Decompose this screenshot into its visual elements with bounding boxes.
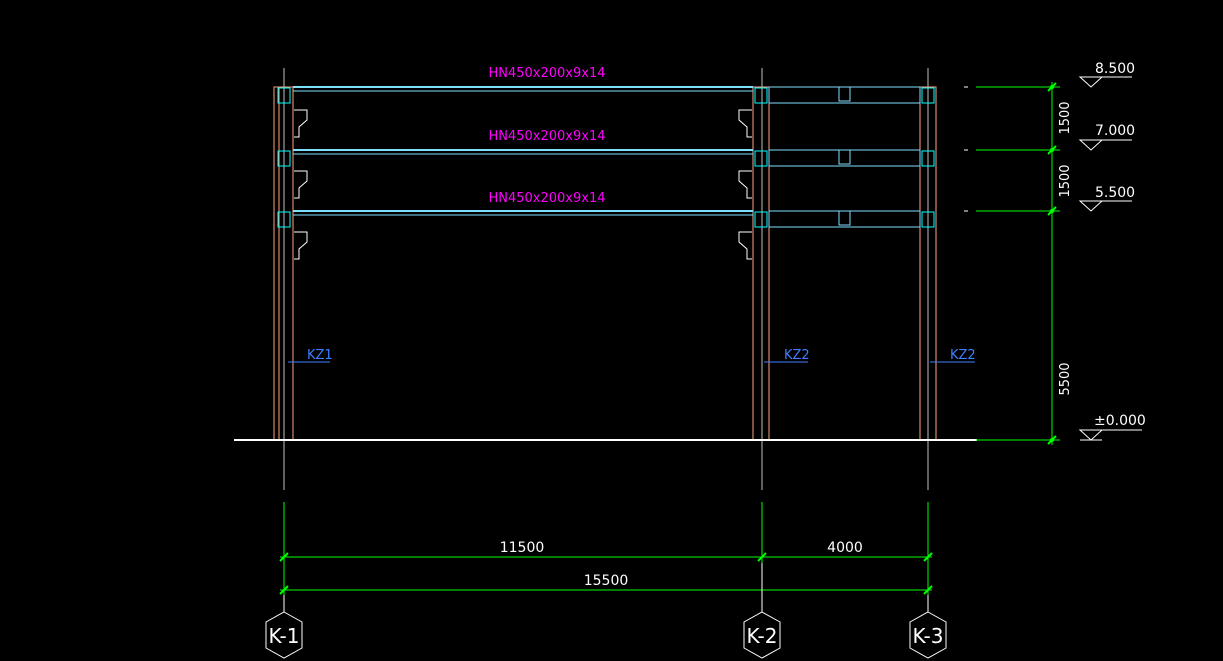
axis-centerlines — [283, 68, 929, 490]
dim-segment-1: 11500 — [500, 540, 545, 556]
column-k2 — [752, 86, 770, 441]
secondary-beam-mid — [768, 149, 921, 167]
vertical-dim-3: 5500 — [1058, 362, 1073, 395]
beam-label-mid: HN450x200x9x14 — [488, 129, 605, 144]
secondary-beams — [768, 86, 921, 228]
column-label-k2: KZ2 — [784, 348, 810, 363]
elevation-markers — [1078, 76, 1142, 441]
connection-squares — [277, 87, 935, 228]
corbel-k2-2 — [738, 170, 752, 199]
axis-label-k1: K-1 — [269, 624, 300, 648]
axis-bubble-k3 — [909, 611, 947, 659]
beam-label-top: HN450x200x9x14 — [488, 66, 605, 81]
corbels — [294, 109, 752, 260]
axis-bubbles — [265, 611, 947, 659]
dim-total: 15500 — [584, 573, 629, 589]
vertical-dim-2: 1500 — [1058, 164, 1073, 197]
level-extension-lines — [976, 82, 1060, 445]
vertical-dim-tick-marks — [1047, 82, 1057, 445]
elevation-8500: 8.500 — [1095, 61, 1135, 77]
vertical-dim-1: 1500 — [1058, 101, 1073, 134]
elevation-5500: 5.500 — [1095, 185, 1135, 201]
axis-bubble-k2 — [743, 611, 781, 659]
horizontal-dimension-lines — [280, 502, 932, 612]
corbel-k1-3 — [294, 231, 308, 260]
dim-segment-2: 4000 — [827, 540, 863, 556]
elevation-0000: ±0.000 — [1094, 413, 1146, 429]
corbel-k1-2 — [294, 170, 308, 199]
elevation-7000: 7.000 — [1095, 123, 1135, 139]
corbel-k1-1 — [294, 109, 308, 138]
secondary-beam-top — [768, 86, 921, 104]
column-label-k1: KZ1 — [307, 348, 333, 363]
column-label-k3: KZ2 — [950, 348, 976, 363]
secondary-beam-connectors — [838, 87, 851, 226]
axis-label-k3: K-3 — [913, 624, 944, 648]
axis-bubble-k1 — [265, 611, 303, 659]
corbel-k2-3 — [738, 231, 752, 260]
axis-label-k2: K-2 — [747, 624, 778, 648]
secondary-beam-low — [768, 210, 921, 228]
corbel-k2-1 — [738, 109, 752, 138]
main-beams — [293, 86, 753, 212]
beam-label-low: HN450x200x9x14 — [488, 191, 605, 206]
